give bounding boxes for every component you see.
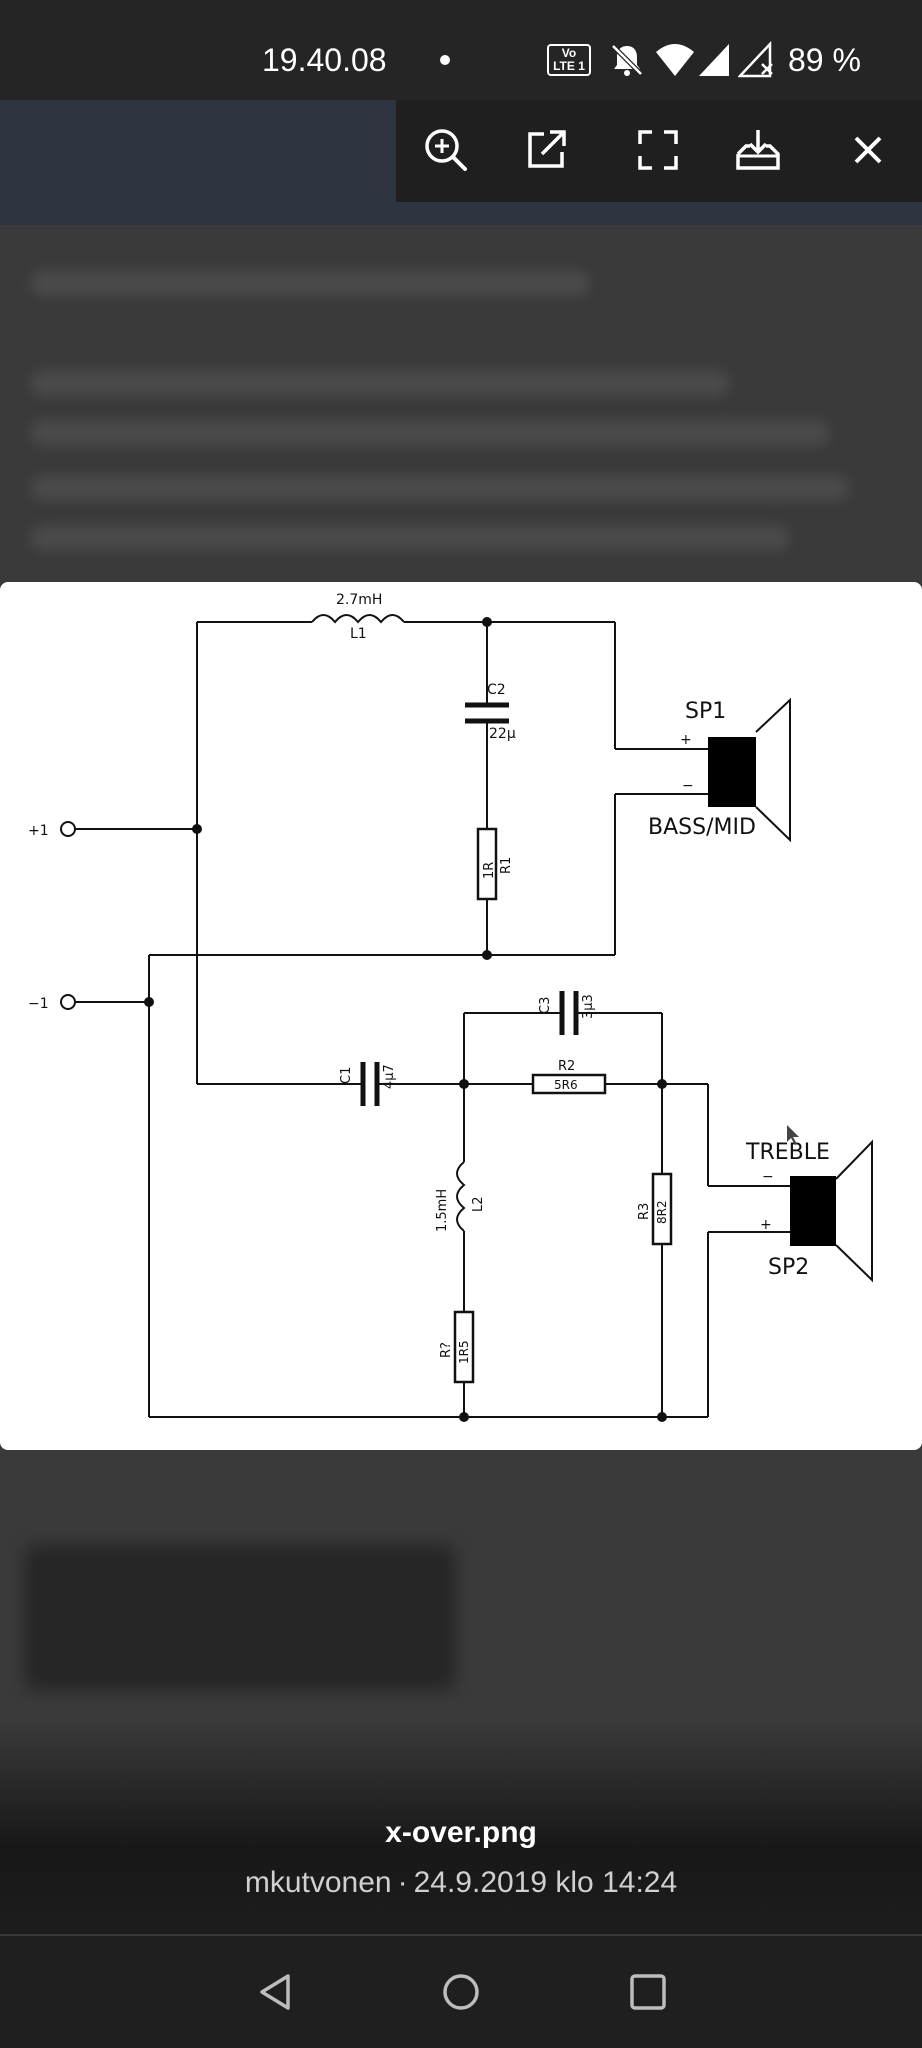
sp2-ref: SP2 xyxy=(768,1255,809,1280)
file-author: mkutvonen xyxy=(244,1866,392,1899)
blurred-text xyxy=(30,475,850,501)
r3-ref: R3 xyxy=(637,1203,652,1220)
status-bar: 19.40.08 Vo LTE 1 89 % xyxy=(0,0,922,100)
recents-icon[interactable] xyxy=(624,1968,672,2016)
open-external-icon[interactable] xyxy=(518,122,574,178)
mouse-cursor-icon xyxy=(787,1125,799,1145)
l2-value: 1.5mH xyxy=(435,1189,450,1232)
r-ref: R? xyxy=(439,1342,454,1358)
r1-value: 1R xyxy=(482,862,497,879)
c3-value: 3µ3 xyxy=(581,994,596,1019)
l1-value: 2.7mH xyxy=(336,592,382,608)
close-icon[interactable] xyxy=(840,122,896,178)
bell-off-icon xyxy=(611,44,643,76)
sp1-plus: + xyxy=(680,732,692,748)
volte-icon: Vo LTE 1 xyxy=(547,44,591,76)
c3-ref: C3 xyxy=(538,997,553,1014)
zoom-in-icon[interactable] xyxy=(418,122,474,178)
download-icon[interactable] xyxy=(730,122,786,178)
input-neg-label: −1 xyxy=(28,996,49,1012)
r-value: 1R5 xyxy=(457,1340,471,1364)
sp2-minus: − xyxy=(762,1169,774,1185)
sp2-label: TREBLE xyxy=(745,1140,830,1165)
image-viewer-toolbar xyxy=(396,100,922,202)
r2-ref: R2 xyxy=(558,1059,575,1074)
sp1-label: BASS/MID xyxy=(648,815,756,840)
r2-value: 5R6 xyxy=(554,1078,578,1092)
blurred-text xyxy=(30,370,730,396)
signal-icon xyxy=(699,44,729,76)
file-date: 24.9.2019 klo 14:24 xyxy=(413,1866,678,1899)
notification-dot xyxy=(440,55,450,65)
l1-ref: L1 xyxy=(350,626,367,642)
sp2-plus: + xyxy=(760,1217,772,1233)
blurred-card xyxy=(25,1545,455,1690)
volte-line1: Vo xyxy=(561,46,577,60)
sp1-minus: − xyxy=(682,778,694,794)
home-icon[interactable] xyxy=(437,1968,485,2016)
schematic-image[interactable]: +1 −1 2.7mH L1 C2 22µ 1R R1 SP1 + − BASS… xyxy=(0,582,922,1450)
schematic-drawing: +1 −1 2.7mH L1 C2 22µ 1R R1 SP1 + − BASS… xyxy=(28,592,873,1422)
battery-level: 89 % xyxy=(788,42,861,78)
input-pos-label: +1 xyxy=(28,823,49,839)
navigation-bar xyxy=(0,1934,922,2048)
blurred-text xyxy=(30,420,830,446)
r3-value: 8R2 xyxy=(655,1200,669,1224)
fullscreen-icon[interactable] xyxy=(630,122,686,178)
r1-ref: R1 xyxy=(499,857,514,874)
back-icon[interactable] xyxy=(252,1968,300,2016)
blurred-text xyxy=(30,270,590,296)
caption-gradient xyxy=(0,1720,922,1935)
c1-ref: C1 xyxy=(339,1067,354,1084)
wifi-icon xyxy=(656,44,694,76)
file-name: x-over.png xyxy=(385,1816,537,1849)
l2-ref: L2 xyxy=(471,1196,486,1212)
file-meta: mkutvonen·24.9.2019 klo 14:24 xyxy=(0,1866,922,1900)
c2-ref: C2 xyxy=(487,682,506,698)
meta-separator: · xyxy=(397,1866,408,1899)
signal-noservice-icon xyxy=(738,40,773,78)
sp1-ref: SP1 xyxy=(685,699,726,724)
volte-line2: LTE 1 xyxy=(553,59,585,73)
blurred-text xyxy=(30,525,790,551)
c2-value: 22µ xyxy=(489,726,516,742)
status-time: 19.40.08 xyxy=(262,42,387,78)
c1-value: 4µ7 xyxy=(382,1064,397,1089)
